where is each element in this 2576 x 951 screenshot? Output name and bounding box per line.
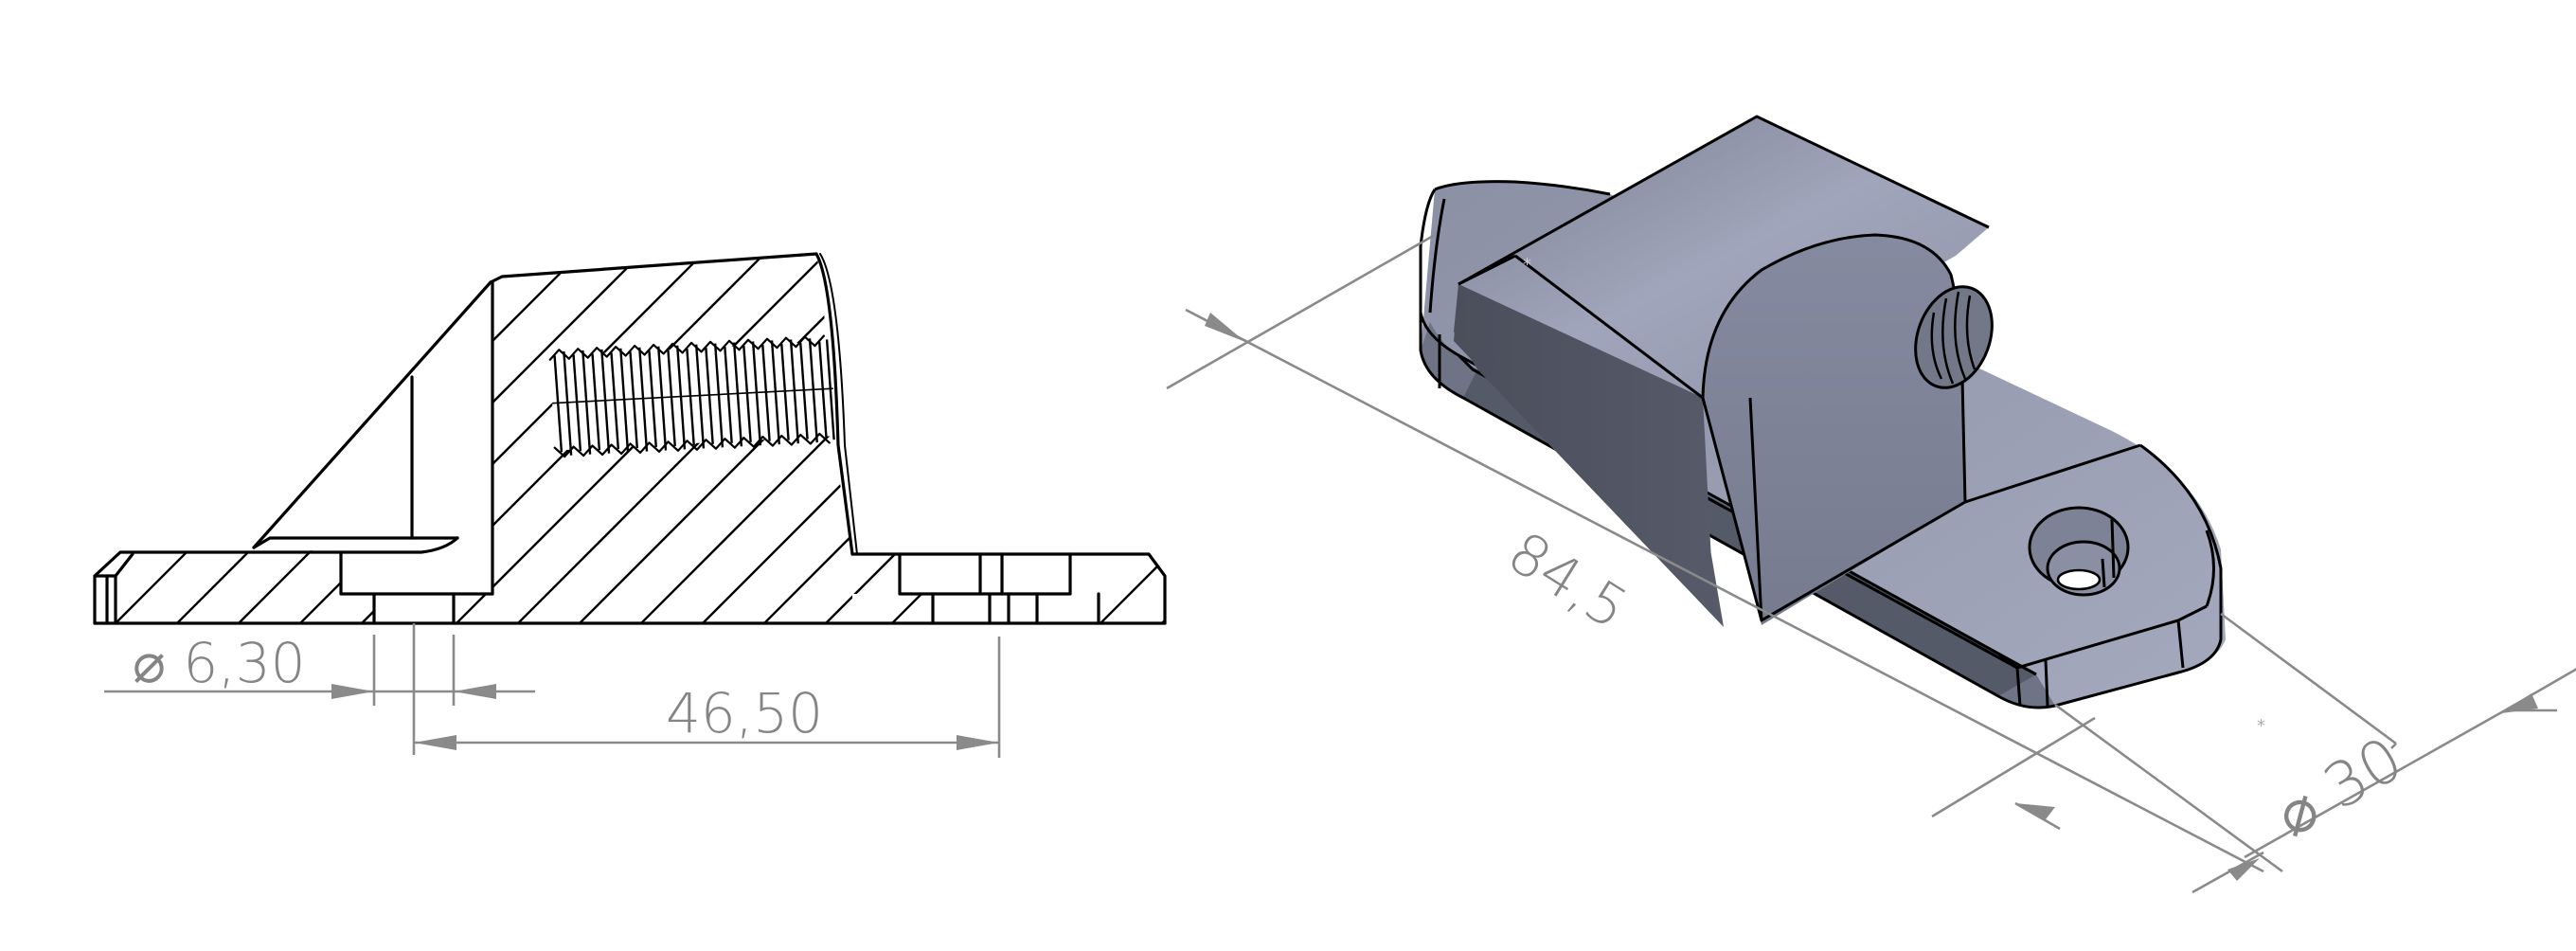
iso-upright-block (1454, 115, 2141, 627)
dimension-text-overall-length: 84,5 (1496, 519, 1638, 642)
iso-counterbore-hole (2028, 506, 2130, 597)
threaded-bore (548, 334, 836, 458)
section-outline (93, 252, 1167, 625)
reference-marker-icon: * (2257, 716, 2265, 736)
section-drawing: ⌀ 6,30 46,50 (93, 252, 1167, 758)
iso-thread-hole-icon (1930, 291, 1977, 385)
dimension-flange-diameter: ⌀ 30 (2191, 612, 2576, 894)
dimension-hole-diameter: ⌀ 6,30 (104, 631, 535, 706)
dimension-text-hole-offset: 46,50 (666, 681, 823, 745)
dimension-hole-offset: 46,50 (412, 623, 1001, 758)
isometric-drawing: 84,5 ⌀ 30 * * (1166, 115, 2576, 894)
reference-marker-icon: * (1523, 255, 1531, 275)
section-view: ⌀ 6,30 46,50 (0, 0, 1231, 951)
dimension-text-hole-diameter: ⌀ 6,30 (133, 631, 306, 695)
isometric-view: 84,5 ⌀ 30 * * (1136, 0, 2576, 951)
